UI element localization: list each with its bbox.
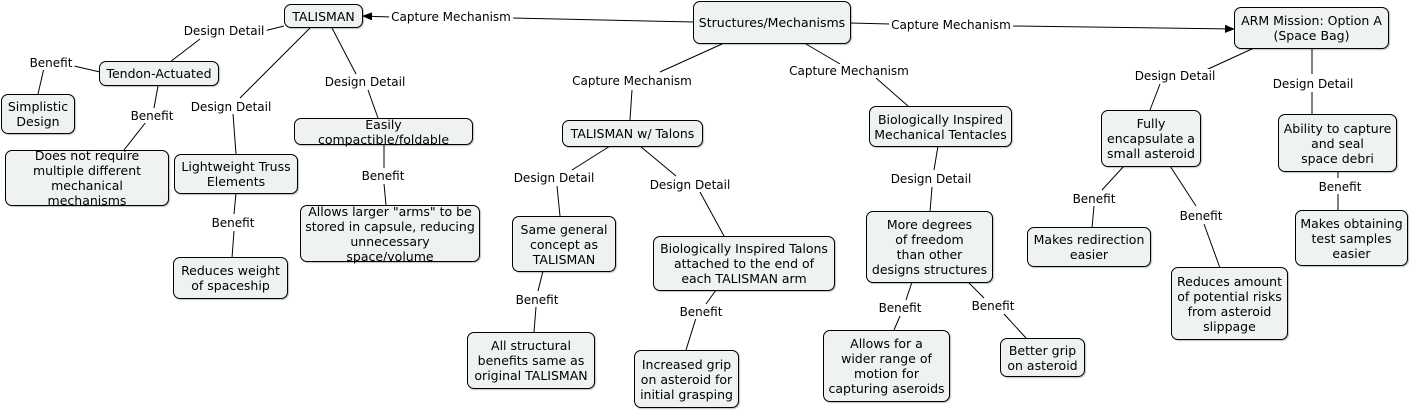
edge-talons-dd-same: [571, 145, 611, 171]
edge-talisman-dd-compact: [331, 27, 357, 75]
edge-dd-bio-node: [699, 191, 725, 237]
label-design-detail-fully: Design Detail: [1132, 69, 1218, 83]
label-design-detail-tendon: Design Detail: [181, 24, 267, 38]
edge-b-no-multiple-node: [123, 121, 147, 151]
node-test-samples: Makes obtaining test samples easier: [1295, 210, 1408, 266]
edge-dd-same-node: [556, 185, 561, 217]
edge-structures-cm-talisman: [511, 17, 695, 23]
edge-tentacles-dd-dof: [933, 145, 939, 171]
label-benefit-weight: Benefit: [209, 216, 257, 230]
edge-dd-fully-node: [1149, 83, 1161, 111]
label-capture-mechanism-tentacles: Capture Mechanism: [787, 64, 911, 78]
node-lightweight-truss: Lightweight Truss Elements: [174, 154, 298, 194]
node-bio-talons: Biologically Inspired Talons attached to…: [653, 236, 835, 291]
edge-dd-dof-node: [929, 186, 933, 213]
label-design-detail-capture: Design Detail: [1270, 77, 1356, 91]
label-benefit-better-grip: Benefit: [969, 299, 1017, 313]
edge-talisman-dd-tendon: [263, 25, 285, 32]
edge-talons-dd-bio: [639, 145, 677, 177]
edge-dd-truss-node: [232, 113, 237, 155]
label-design-detail-bio-talons: Design Detail: [647, 178, 733, 192]
label-design-detail-truss: Design Detail: [188, 100, 274, 114]
node-larger-arms: Allows larger "arms" to be stored in cap…: [300, 204, 480, 264]
edge-structures-cm-arm: [849, 22, 893, 25]
node-all-structural-benefits: All structural benefits same as original…: [467, 332, 595, 389]
label-benefit-samples: Benefit: [1316, 180, 1364, 194]
node-talisman: TALISMAN: [284, 4, 363, 28]
edge-tendon-b-simplistic: [73, 65, 101, 73]
edge-b-grip-node: [685, 317, 697, 351]
edge-fully-b-risk: [1169, 165, 1197, 207]
node-talisman-w-talons: TALISMAN w/ Talons: [562, 120, 703, 147]
label-capture-mechanism-arm: Capture Mechanism: [889, 18, 1013, 32]
edge-structures-cm-talons: [659, 43, 723, 73]
label-capture-mechanism-talons: Capture Mechanism: [570, 74, 694, 88]
label-benefit-all-structural: Benefit: [513, 293, 561, 307]
edge-structures-cm-tentacles: [805, 43, 841, 65]
node-increased-grip: Increased grip on asteroid for initial g…: [634, 350, 739, 408]
node-easily-compactible: Easily compactible/foldable: [294, 117, 473, 147]
node-reduces-risk: Reduces amount of potential risks from a…: [1171, 267, 1288, 340]
node-same-general-concept: Same general concept as TALISMAN: [512, 216, 616, 272]
label-design-detail-compact: Design Detail: [322, 75, 408, 89]
edge-b-redirection-node: [1091, 205, 1095, 229]
edge-cm-talons-node: [629, 89, 633, 121]
node-bio-tentacles: Biologically Inspired Mechanical Tentacl…: [869, 106, 1012, 147]
node-better-grip: Better grip on asteroid: [1000, 338, 1085, 377]
edge-fully-b-redirection: [1101, 165, 1125, 191]
label-benefit-risk: Benefit: [1177, 209, 1225, 223]
label-benefit-no-multiple: Benefit: [128, 109, 176, 123]
label-benefit-larger: Benefit: [359, 169, 407, 183]
node-more-degrees-freedom: More degrees of freedom than other desig…: [866, 211, 993, 283]
node-wider-range-motion: Allows for a wider range of motion for c…: [823, 330, 950, 402]
node-no-multiple-mechanisms: Does not require multiple different mech…: [5, 148, 169, 208]
node-fully-encapsulate: Fully encapsulate a small asteroid: [1101, 110, 1201, 167]
node-simplistic-design: Simplistic Design: [1, 94, 75, 134]
edge-b-weight-node: [231, 230, 235, 259]
node-reduces-weight: Reduces weight of spaceship: [173, 257, 288, 299]
edge-b-risk-node: [1203, 223, 1221, 269]
edge-cm-talisman-arrow: [362, 12, 391, 21]
node-structures-mechanisms: Structures/Mechanisms: [693, 1, 851, 44]
node-arm-mission: ARM Mission: Option A (Space Bag): [1234, 7, 1389, 49]
label-design-detail-same: Design Detail: [511, 171, 597, 185]
node-makes-redirection-easier: Makes redirection easier: [1027, 227, 1151, 267]
label-capture-mechanism-talisman: Capture Mechanism: [389, 10, 513, 24]
edge-b-wider-node: [893, 315, 901, 331]
label-benefit-simplistic: Benefit: [27, 56, 75, 70]
edge-dd-compact-node: [367, 89, 379, 119]
edge-b-larger-node: [383, 183, 387, 206]
edge-b-simplistic-node: [37, 67, 45, 95]
label-benefit-wider: Benefit: [876, 301, 924, 315]
label-design-detail-dof: Design Detail: [888, 172, 974, 186]
edge-b-better-node: [1003, 313, 1027, 339]
edge-arm-dd-fully: [1205, 47, 1255, 71]
node-tendon-actuated: Tendon-Actuated: [99, 61, 219, 86]
edge-bio-b-grip: [705, 289, 717, 305]
edge-tendon-b-no-multiple: [153, 85, 159, 109]
edge-dof-b-wider: [905, 281, 913, 301]
edge-dof-b-better: [967, 281, 985, 299]
label-benefit-grip: Benefit: [677, 305, 725, 319]
edge-cm-arm-arrow: [1011, 24, 1235, 33]
label-benefit-redirection: Benefit: [1070, 192, 1118, 206]
edge-talisman-dd-truss: [239, 27, 311, 99]
edge-cm-tentacles-node: [875, 77, 909, 107]
edge-truss-b-weight: [233, 192, 237, 215]
edge-b-all-node: [533, 306, 537, 333]
node-capture-space-debri: Ability to capture and seal space debri: [1278, 114, 1397, 172]
edge-same-b-all: [537, 270, 544, 292]
edge-dd-tendon-node: [169, 38, 201, 63]
